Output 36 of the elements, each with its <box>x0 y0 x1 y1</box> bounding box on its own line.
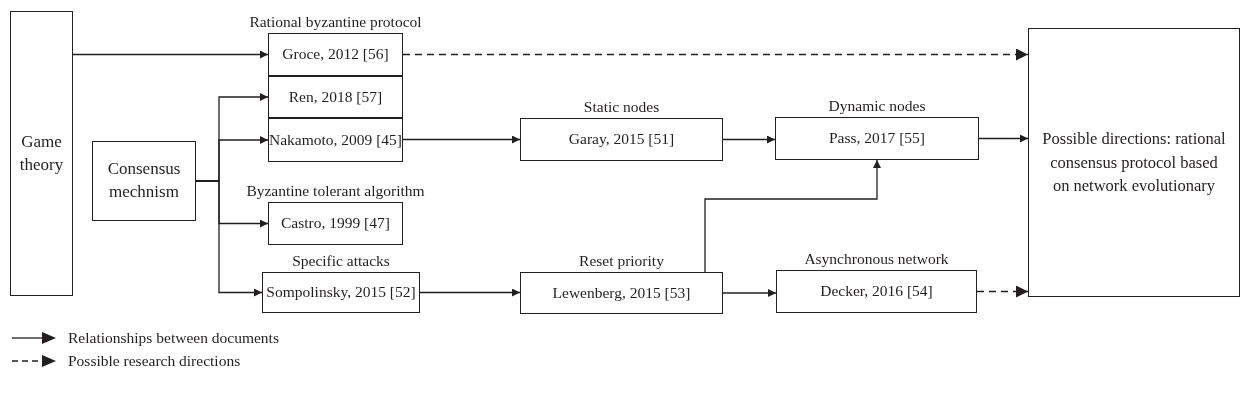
arrow <box>722 135 776 144</box>
topic-box <box>92 141 196 221</box>
group-heading: Asynchronous network <box>804 250 949 268</box>
arrow <box>402 48 1029 61</box>
group-heading: Rational byzantine protocol <box>249 13 422 31</box>
node-text: Decker, 2016 [54] <box>820 282 933 301</box>
node-text: Lewenberg, 2015 [53] <box>552 283 691 303</box>
conclusion-box <box>1028 28 1240 297</box>
arrow <box>976 285 1029 298</box>
node-text: Ren, 2018 [57] <box>288 87 383 107</box>
legend-text: Relationships between documents <box>68 328 279 347</box>
node-text: Sompolinsky, 2015 [52] <box>266 283 416 302</box>
arrow <box>419 288 521 297</box>
group-heading: Dynamic nodes <box>828 97 926 115</box>
arrow <box>402 135 521 144</box>
arrow <box>722 289 777 297</box>
node-text: Groce, 2012 [56] <box>282 45 389 64</box>
node-text: Pass, 2017 [55] <box>829 129 925 148</box>
node-text: Possible directions: rational consensus protocol based on network evolutionary <box>1041 127 1227 198</box>
group-heading: Reset priority <box>579 252 664 270</box>
topic-box <box>10 11 73 296</box>
legend-text: Possible research directions <box>68 351 241 370</box>
node-text: Game theory <box>18 130 65 176</box>
group-heading: Specific attacks <box>292 252 390 270</box>
arrow <box>978 134 1029 143</box>
reference-box <box>268 118 403 162</box>
node-text: Garay, 2015 [51] <box>568 130 675 149</box>
reference-box <box>268 76 403 118</box>
arrow <box>704 159 881 273</box>
arrow <box>195 180 263 297</box>
node-text: Nakamoto, 2009 [45] <box>269 130 402 150</box>
group-heading: Static nodes <box>583 98 660 116</box>
group-heading: Byzantine tolerant algorithm <box>246 182 425 200</box>
arrow <box>72 50 269 59</box>
node-text: Castro, 1999 [47] <box>281 214 390 233</box>
node-text: Consensus mechnism <box>106 158 182 203</box>
